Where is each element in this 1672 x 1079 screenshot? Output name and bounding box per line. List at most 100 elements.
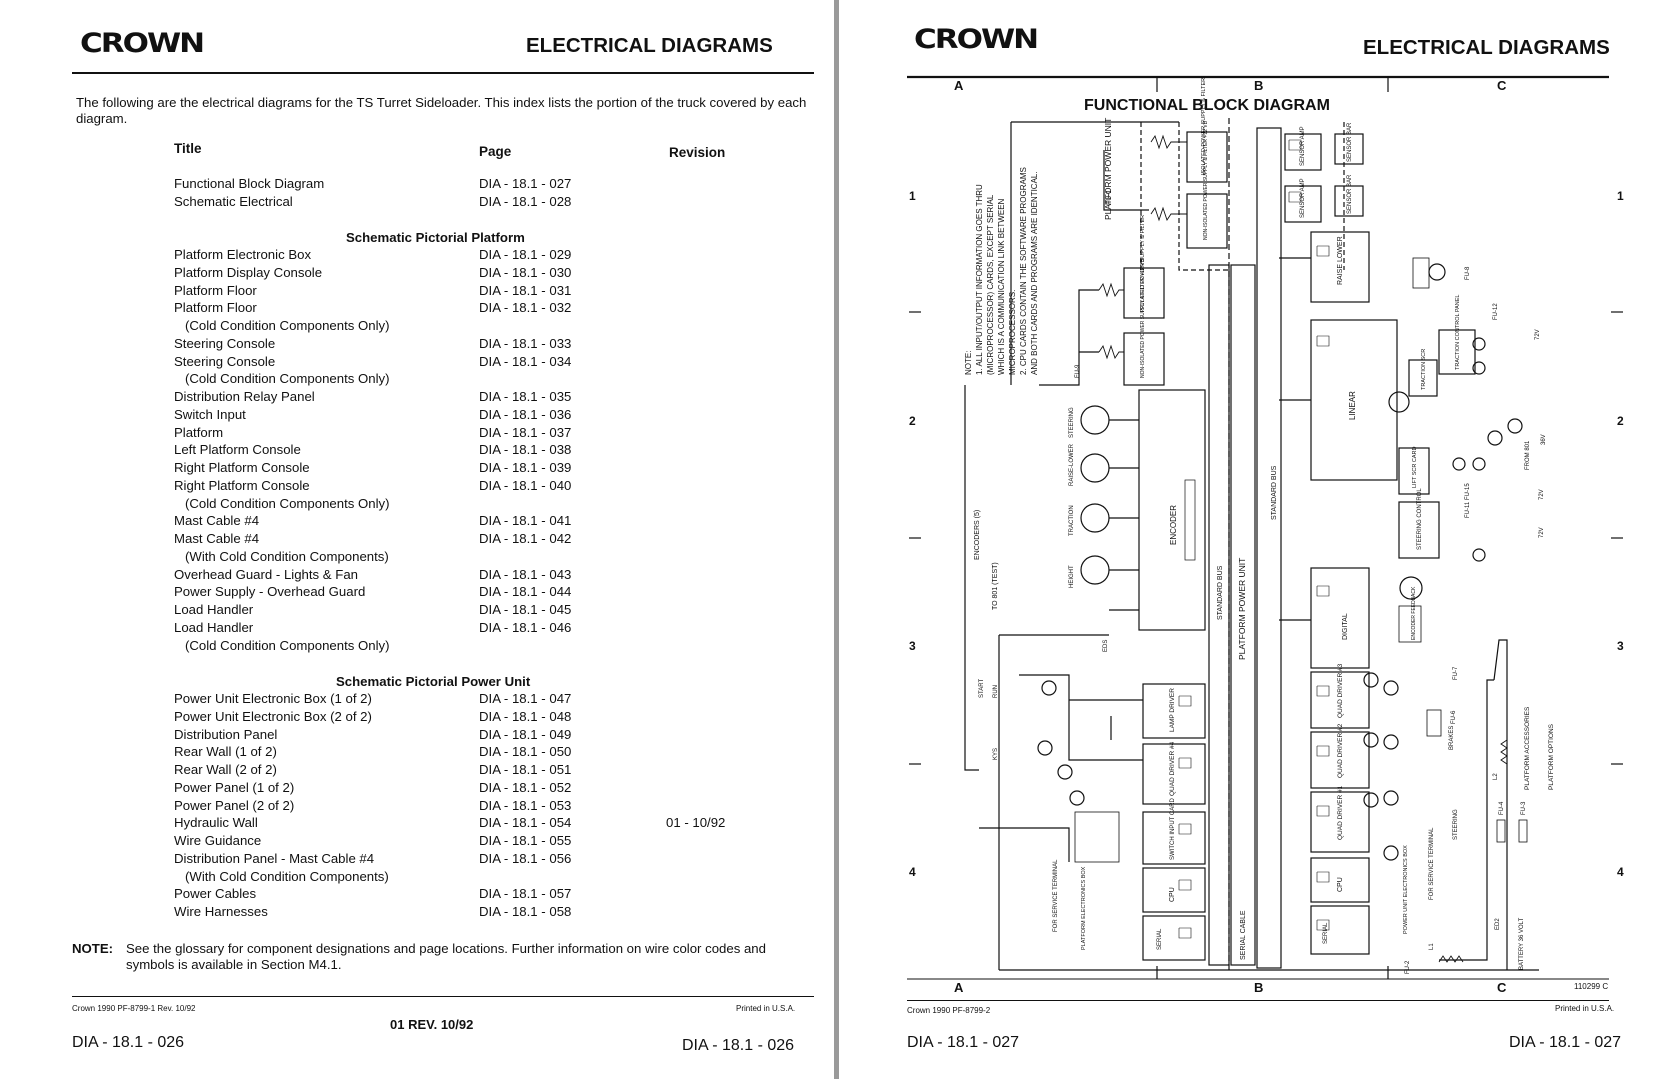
inductor-symbol (1500, 739, 1508, 765)
row-title: Mast Cable #4 (174, 531, 260, 546)
quad-driver-3-block (1310, 671, 1370, 729)
block-label-platform-power-unit: PLATFORM POWER UNIT (1237, 558, 1247, 660)
row-title: Distribution Relay Panel (174, 389, 315, 404)
index-row: Platform Floor DIA - 18.1 - 032 (174, 300, 774, 317)
row-page: DIA - 18.1 - 032 (479, 300, 572, 316)
block-label-standard-bus: STANDARD BUS (1271, 465, 1278, 520)
coil-symbol (1383, 845, 1399, 861)
encoder-feedback-symbol (1399, 576, 1423, 600)
serial-block-left (1142, 915, 1206, 961)
row-page: DIA - 18.1 - 041 (479, 513, 572, 529)
index-row: (With Cold Condition Components) (174, 869, 774, 886)
cpu-block-right (1310, 857, 1370, 903)
row-page: DIA - 18.1 - 031 (479, 282, 572, 298)
page-number-left: DIA - 18.1 - 027 (907, 1034, 1020, 1051)
row-title: Platform Floor (174, 300, 257, 316)
traction-motor-symbol (1388, 391, 1410, 413)
encoder-label: TRACTION (1069, 505, 1075, 536)
fuse-label: FU-8 (1465, 266, 1471, 280)
intro-paragraph: The following are the electrical diagram… (76, 95, 807, 126)
fuse-fu-3 (1518, 819, 1528, 843)
fuse-label: FU-6 (1451, 710, 1457, 724)
encoder-block (1138, 389, 1206, 631)
block-label: SENSOR AMP (1300, 126, 1306, 166)
traction-control-panel-block (1438, 329, 1476, 375)
label-platform-accessories: PLATFORM ACCESSORIES (1524, 706, 1531, 790)
block-label: TRACTION SCR (1421, 349, 1427, 390)
fuse-label: FU-2 (1405, 960, 1411, 974)
coil-symbol (1363, 792, 1379, 808)
row-title: Mast Cable #4 (174, 513, 260, 529)
motor-symbol (1428, 263, 1446, 281)
block-label: QUAD DRIVER #2 (1337, 723, 1344, 778)
fuse-label: FU-9 (1075, 364, 1081, 378)
row-title: Right Platform Console (174, 460, 310, 475)
connector-pin (1316, 245, 1330, 257)
diagram-note-line: (MICROPROCESSOR) CARDS, EXCEPT SERIAL (986, 194, 995, 375)
label-platform-options: PLATFORM OPTIONS (1548, 723, 1555, 790)
footer-revision: 01 REV. 10/92 (390, 1017, 474, 1032)
block-label-encoder: ENCODER (1169, 505, 1178, 545)
diagram-note-line: 1. ALL INPUT/OUTPUT INFORMATION GOES THR… (975, 184, 984, 375)
page-number-left: DIA - 18.1 - 026 (72, 1034, 185, 1051)
block-label: TRACTION CONTROL PANEL (1455, 295, 1461, 370)
block-label: LAMP DRIVER (1169, 688, 1176, 732)
page-header-title: ELECTRICAL DIAGRAMS (1363, 36, 1610, 59)
fuse-label: FU-4 (1499, 801, 1505, 815)
row-title: Rear Wall (2 of 2) (174, 762, 277, 777)
fuse-label: FU-1 (1106, 189, 1113, 205)
row-revision: 01 - 10/92 (666, 815, 726, 831)
block-label: ISOLATED POWER SUPPLY & FILTER (1140, 215, 1146, 312)
motor-symbol (1472, 548, 1486, 562)
sensor-amp-block (1284, 133, 1322, 171)
row-title: Steering Console (174, 335, 276, 351)
pump-symbol (1507, 418, 1523, 434)
row-title: Power Unit Electronic Box (2 of 2) (174, 708, 372, 724)
label-kys: KYS (993, 748, 999, 760)
motor-symbol (1472, 457, 1486, 471)
row-title: Load Handler (174, 619, 254, 635)
raise-lower-block (1310, 231, 1370, 303)
label-steering: STEERING (1453, 809, 1459, 840)
row-title: Left Platform Console (174, 442, 301, 458)
connector-pin (1178, 927, 1192, 939)
row-title: (Cold Condition Components Only) (185, 495, 390, 511)
inductor-label: L1 (1429, 943, 1435, 950)
digital-block (1310, 567, 1370, 669)
encoder-label: STEERING (1069, 407, 1075, 438)
row-page: DIA - 18.1 - 035 (479, 389, 572, 404)
grid-column-label: C (1497, 980, 1507, 995)
diagram-note-line: AND BOTH CARDS AND PROGRAMS ARE IDENTICA… (1030, 171, 1039, 375)
note-text: See the glossary for component designati… (126, 941, 766, 972)
encoder-feedback-block (1398, 605, 1422, 643)
pump-symbol (1487, 430, 1503, 446)
block-label: ENCODER FEEDBACK (1411, 586, 1417, 640)
quad-driver-2-block (1310, 731, 1370, 789)
row-title: (Cold Condition Components Only) (185, 318, 390, 333)
wire (1019, 674, 1143, 761)
row-page: DIA - 18.1 - 044 (479, 584, 572, 600)
connector-pin (1316, 871, 1330, 883)
block-label: NON-ISOLATED POWER SUPPLY & FILTER +12 V… (1140, 258, 1146, 378)
coil-symbol (1363, 732, 1379, 748)
label-ed2: ED2 (1495, 918, 1501, 930)
row-title: Platform Floor (174, 282, 257, 298)
row-page: DIA - 18.1 - 037 (479, 424, 572, 440)
crown-logo: CROWN (80, 28, 205, 59)
block-label: SERIAL (1157, 928, 1163, 950)
row-title: Overhead Guard - Lights & Fan (174, 566, 358, 582)
row-page: DIA - 18.1 - 048 (479, 708, 572, 724)
non-isolated-power-supply-block (1186, 193, 1228, 249)
row-title: Steering Console (174, 353, 276, 369)
quad-driver-4-block (1142, 743, 1206, 805)
row-title: Hydraulic Wall (174, 815, 258, 831)
bus-channel (1230, 264, 1256, 966)
diagram-note-line: 2. CPU CARDS CONTAIN THE SOFTWARE PROGRA… (1019, 167, 1028, 375)
grid-column-label: A (954, 78, 964, 93)
block-label: SENSOR AMP (1300, 178, 1306, 218)
note-block: NOTE: See the glossary for component des… (72, 941, 812, 973)
index-row: Power Panel (2 of 2)DIA - 18.1 - 053 (174, 798, 774, 815)
